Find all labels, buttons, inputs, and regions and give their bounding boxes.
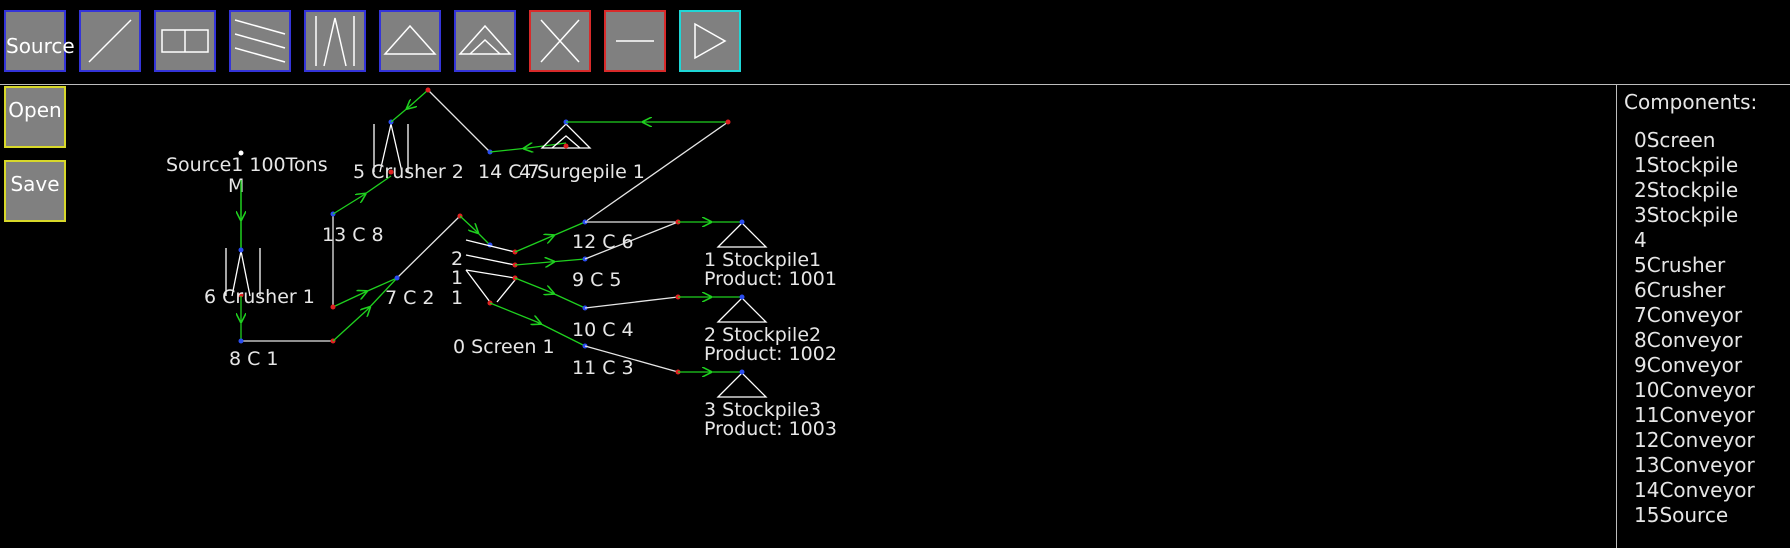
save-button[interactable]: Save: [4, 160, 66, 222]
component-item[interactable]: 4: [1634, 228, 1647, 252]
component-item[interactable]: 7Conveyor: [1634, 303, 1743, 327]
conveyor-c6-flow: [514, 221, 586, 253]
delete-tool-button[interactable]: [529, 10, 591, 72]
conveyor-c3-label: 11 C 3: [572, 357, 634, 379]
screen-rect-icon: [161, 29, 209, 53]
component-item[interactable]: 14Conveyor: [1634, 478, 1755, 502]
component-item[interactable]: 10Conveyor: [1634, 378, 1755, 402]
crusher-tool-button[interactable]: [304, 10, 366, 72]
component-item[interactable]: 9Conveyor: [1634, 353, 1743, 377]
conveyor-c5-label: 9 C 5: [572, 269, 622, 291]
screen[interactable]: [465, 239, 516, 303]
surgepile-icon: [458, 24, 512, 55]
triangle-icon: [383, 24, 437, 55]
component-item[interactable]: 5Crusher: [1634, 253, 1726, 277]
minus-tool-button[interactable]: [604, 10, 666, 72]
components-title: Components:: [1624, 90, 1758, 114]
crusher-1-label: 6 Crusher 1: [204, 286, 315, 308]
crusher-2-label: 5 Crusher 2: [353, 161, 464, 183]
component-item[interactable]: 11Conveyor: [1634, 403, 1755, 427]
flow-diagram-canvas[interactable]: Source1 100Tons M 6 Crusher 1 8 C 1 7 C …: [0, 0, 1610, 548]
conveyor-c4-flow: [514, 277, 586, 309]
conveyor-c8-label: 13 C 8: [322, 224, 384, 246]
component-item[interactable]: 2Stockpile: [1634, 178, 1739, 202]
open-button-label: Open: [8, 98, 62, 122]
deck-label-middle: 1: [451, 267, 463, 289]
conveyor-tool-button[interactable]: [79, 10, 141, 72]
crusher-1[interactable]: [225, 247, 261, 298]
conveyor-c5[interactable]: [584, 221, 679, 260]
stockpile-tool-button[interactable]: [379, 10, 441, 72]
run-button[interactable]: [679, 10, 741, 72]
conveyor-c1-label: 8 C 1: [229, 348, 279, 370]
component-item[interactable]: 0Screen: [1634, 128, 1716, 152]
source-button[interactable]: Source: [4, 10, 75, 72]
x-icon: [540, 19, 580, 63]
play-icon: [694, 22, 727, 60]
stockpile-3-product: Product: 1003: [704, 418, 837, 440]
panel-divider: [1616, 84, 1617, 548]
multi-deck-tool-button[interactable]: [229, 10, 291, 72]
component-item[interactable]: 8Conveyor: [1634, 328, 1743, 352]
source-node[interactable]: [238, 150, 244, 156]
conveyor-c2[interactable]: [396, 215, 461, 279]
source-button-label: Source: [6, 34, 75, 58]
screen-tool-button[interactable]: [154, 10, 216, 72]
source-label: Source1 100Tons: [166, 154, 328, 176]
component-item[interactable]: 1Stockpile: [1634, 153, 1739, 177]
conveyor-c4[interactable]: [584, 296, 679, 309]
conveyor-c3-flow: [489, 302, 586, 347]
toolbar-divider: [0, 84, 1790, 85]
screen-feed-line: [459, 215, 491, 246]
conveyor-c7-label: 14 C 7: [478, 161, 540, 183]
screen-label: 0 Screen 1: [453, 336, 555, 358]
multi-line-icon: [234, 19, 286, 63]
stockpile-1-label: 1 Stockpile1: [704, 249, 821, 271]
conveyor-c8-return: [332, 277, 398, 308]
conveyor-c6-label: 12 C 6: [572, 231, 634, 253]
stockpile-2-product: Product: 1002: [704, 343, 837, 365]
conveyor-c4-label: 10 C 4: [572, 319, 634, 341]
diagonal-line-icon: [88, 19, 132, 63]
conveyor-c5-flow: [514, 259, 586, 265]
deck-label-bottom: 1: [451, 287, 463, 309]
deck-label-top: 2: [451, 248, 463, 270]
stockpile-3[interactable]: [716, 369, 768, 398]
source-motor-label: M: [228, 175, 244, 197]
conveyor-c2-label: 7 C 2: [385, 287, 435, 309]
component-item[interactable]: 3Stockpile: [1634, 203, 1739, 227]
conveyor-c6-return[interactable]: [584, 121, 729, 223]
surgepile-label: 4 Surgepile 1: [519, 161, 645, 183]
surgepile-tool-button[interactable]: [454, 10, 516, 72]
save-button-label: Save: [10, 172, 60, 196]
crusher-icon: [315, 16, 355, 67]
conveyor-c2-flow[interactable]: [332, 277, 398, 342]
stockpile-2[interactable]: [716, 294, 768, 323]
crusher-2-feed-line: [390, 89, 429, 123]
surgepile[interactable]: [540, 119, 592, 149]
stockpile-1[interactable]: [716, 219, 768, 248]
stockpile-1-product: Product: 1001: [704, 268, 837, 290]
conveyor-c3[interactable]: [584, 345, 679, 373]
minus-icon: [616, 40, 654, 42]
crusher-2-discharge-line: [332, 175, 392, 215]
stockpile-2-label: 2 Stockpile2: [704, 324, 821, 346]
surgepile-discharge-line: [489, 143, 567, 152]
open-button[interactable]: Open: [4, 86, 66, 148]
component-item[interactable]: 6Crusher: [1634, 278, 1726, 302]
conveyor-c7[interactable]: [427, 89, 491, 153]
component-item[interactable]: 12Conveyor: [1634, 428, 1755, 452]
stockpile-3-label: 3 Stockpile3: [704, 399, 821, 421]
component-item[interactable]: 13Conveyor: [1634, 453, 1755, 477]
component-item[interactable]: 15Source: [1634, 503, 1729, 527]
